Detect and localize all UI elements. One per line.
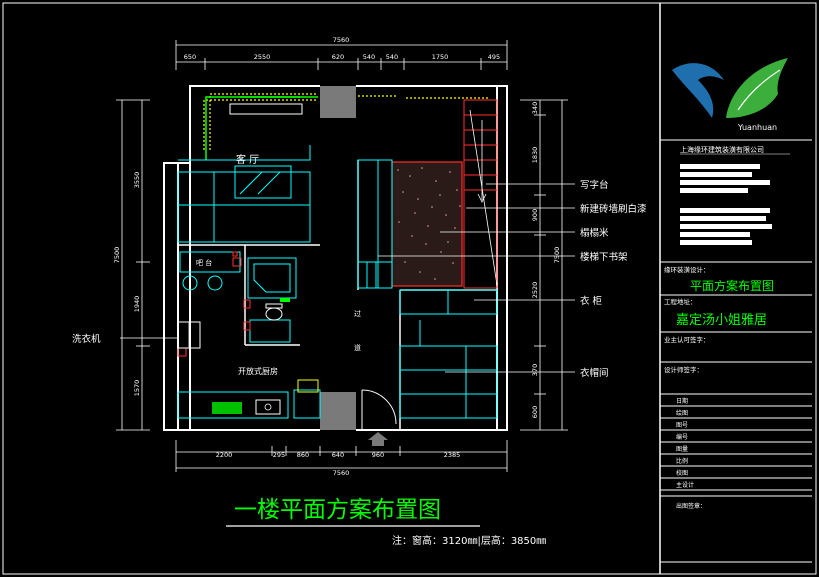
sink (255, 399, 281, 415)
dim-top-seg: 1750 (432, 53, 449, 61)
label-hall-2: 道 (354, 343, 361, 352)
dim-left-seg: 3550 (133, 172, 141, 189)
owner-label: 业主认可签字： (664, 335, 710, 344)
dim-bottom-seg: 2200 (216, 451, 233, 459)
dim-right-seg: 340 (531, 102, 539, 114)
windows (203, 93, 490, 150)
dim-right-seg: 1830 (531, 147, 539, 164)
bathroom (247, 257, 297, 343)
toilet-icon (265, 303, 283, 321)
callout-tatami: 榻榻米 (580, 227, 609, 239)
column-bottom (320, 392, 356, 430)
dim-bottom-seg: 860 (297, 451, 309, 459)
bath-door (243, 299, 251, 331)
dim-top-seg: 620 (332, 53, 344, 61)
callout-leaders (120, 183, 575, 373)
counter (179, 251, 241, 291)
coffee-table (234, 165, 292, 199)
label-hall: 过 (354, 309, 361, 318)
kitchen-counter (177, 389, 321, 419)
dim-top-seg: 495 (488, 53, 500, 61)
title-block-grid (660, 261, 812, 563)
field-drawing-no: 图号 (676, 422, 688, 429)
bath-fixture (280, 298, 290, 302)
dim-top-total: 7560 (333, 36, 350, 44)
dim-top-seg: 540 (386, 53, 398, 61)
field-scale: 比例 (676, 457, 688, 465)
callout-cloakroom: 衣帽间 (580, 367, 609, 379)
logo-name: Yuanhuan (737, 123, 777, 132)
drawing-title: 一楼平面方案布置图 (234, 497, 441, 523)
stove (212, 402, 242, 414)
callout-shelf: 楼梯下书架 (580, 251, 628, 263)
entry-arrow (368, 432, 388, 446)
redacted-info (680, 164, 772, 245)
field-chief-designer: 主设计 (676, 481, 694, 489)
dim-bottom-seg: 295 (273, 451, 285, 459)
design-value: 平面方案布置图 (690, 278, 774, 293)
tatami-speckle (397, 167, 461, 280)
dim-left-total: 7500 (113, 247, 121, 264)
yuanhuan-logo-icon (672, 58, 788, 118)
counter-marks (177, 251, 242, 357)
dim-top-seg: 2550 (254, 53, 271, 61)
living-room-furniture (177, 145, 311, 243)
dim-left-seg: 1570 (133, 380, 141, 397)
callout-wall: 新建砖墙刷白漆 (580, 203, 647, 215)
design-label: 缘环装潢设计： (664, 265, 710, 274)
field-drawer: 绘图 (676, 409, 688, 417)
dim-right-total: 7500 (553, 247, 561, 264)
stairs (463, 99, 498, 289)
field-code: 编号 (676, 433, 688, 441)
dimension-texts: 7560 650 2550 620 540 540 1750 495 7560 … (113, 36, 561, 477)
address-value: 嘉定汤小姐雅居 (676, 313, 767, 328)
dim-top-seg: 650 (184, 53, 196, 61)
stair-arrow (469, 109, 498, 286)
label-kitchen: 开放式厨房 (238, 366, 278, 376)
callouts: 写字台 新建砖墙刷白漆 榻榻米 楼梯下书架 衣 柜 衣帽间 洗衣机 (72, 179, 647, 379)
entrance-door (361, 389, 397, 430)
field-date: 日期 (676, 397, 688, 405)
callout-wardrobe: 衣 柜 (580, 295, 603, 307)
column-top (320, 86, 356, 118)
floor-plan: 客 厅 开放式厨房 吧 台 过 道 写字台 新建砖墙刷白漆 榻榻米 楼梯下书架 … (72, 85, 647, 446)
drawing-note: 注：窗高：3120㎜|层高：3850㎜ (392, 534, 546, 547)
callout-washer: 洗衣机 (72, 333, 101, 345)
field-quantity: 图量 (676, 446, 688, 453)
wardrobe (399, 289, 498, 419)
address-label: 工程地址： (664, 297, 697, 306)
dim-bottom-seg: 2385 (444, 451, 461, 459)
desk-and-shelves (357, 159, 393, 289)
dim-bottom-seg: 640 (332, 451, 344, 459)
room-labels: 客 厅 开放式厨房 吧 台 过 道 (196, 153, 361, 376)
designer-label: 设计师签字： (664, 365, 703, 374)
label-living-room: 客 厅 (236, 153, 259, 166)
tv-cabinet (229, 103, 303, 115)
tatami-area (391, 161, 463, 287)
dim-right-seg: 600 (531, 406, 539, 418)
dim-top-seg: 540 (363, 53, 375, 61)
dim-bottom-seg: 960 (372, 451, 384, 459)
label-counter: 吧 台 (196, 258, 212, 267)
dim-left-seg: 1940 (133, 296, 141, 313)
dim-right-seg: 2520 (531, 282, 539, 299)
callout-desk: 写字台 (580, 179, 609, 191)
company-name: 上海缘环建筑装潢有限公司 (680, 145, 764, 154)
dim-bottom-total: 7560 (333, 469, 350, 477)
field-checker: 校图 (676, 469, 688, 477)
title-block-texts: 缘环装潢设计： 平面方案布置图 工程地址： 嘉定汤小姐雅居 业主认可签字： 设计… (664, 265, 774, 510)
stamp-label: 出图签章： (676, 502, 706, 510)
dim-right-seg: 900 (531, 209, 539, 221)
dimension-lines (116, 40, 568, 472)
green-strips (205, 96, 318, 160)
kitchen-column (297, 379, 319, 393)
dim-right-seg: 370 (531, 364, 539, 376)
title-block: Yuanhuan 上海缘环建筑装潢有限公司 (660, 58, 812, 563)
